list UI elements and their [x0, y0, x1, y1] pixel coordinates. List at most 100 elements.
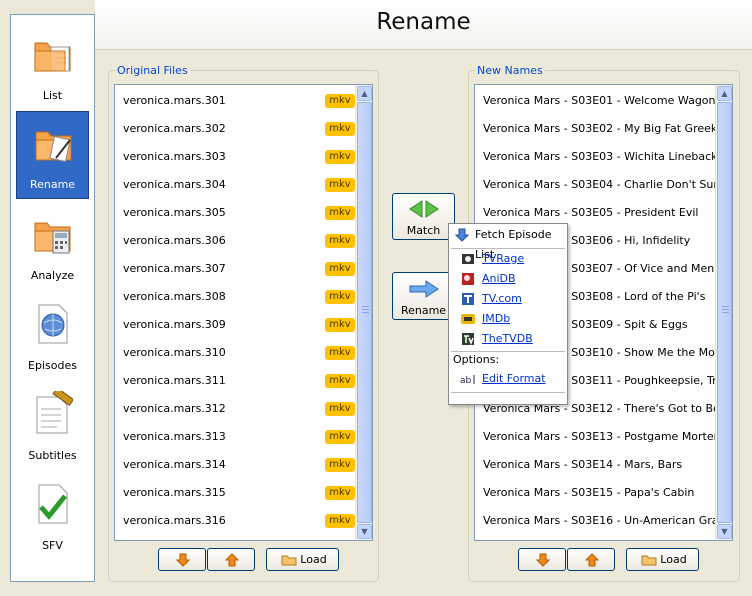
scroll-down-arrow-icon[interactable]: ▼	[357, 524, 372, 539]
new-names-scrollbar[interactable]: ▲ ▼	[715, 85, 732, 540]
move-up-button[interactable]	[207, 548, 255, 571]
sidebar-item-label: Episodes	[16, 359, 89, 372]
file-extension-badge: mkv	[325, 346, 355, 360]
load-button[interactable]: Load	[266, 548, 339, 571]
header-bar: Rename	[95, 0, 752, 50]
file-extension-badge: mkv	[325, 234, 355, 248]
file-extension-badge: mkv	[325, 430, 355, 444]
folder-rename-icon	[34, 120, 74, 166]
menu-item-imdb[interactable]: IMDb	[449, 309, 567, 329]
file-extension-badge: mkv	[325, 318, 355, 332]
rename-button-label: Rename	[393, 304, 454, 317]
file-extension-badge: mkv	[325, 402, 355, 416]
file-name: veronica.mars.315	[123, 486, 226, 499]
sidebar-item-episodes[interactable]: Episodes	[16, 293, 89, 381]
original-file-row[interactable]: veronica.mars.305mkv	[115, 199, 355, 227]
rename-button[interactable]: Rename	[392, 272, 455, 320]
move-down-button[interactable]	[518, 548, 566, 571]
original-file-row[interactable]: veronica.mars.316mkv	[115, 507, 355, 535]
imdb-icon	[461, 313, 475, 325]
original-file-row[interactable]: veronica.mars.301 mkv	[115, 87, 355, 115]
new-name-row[interactable]: Veronica Mars - S03E16 - Un-American Gra…	[475, 507, 716, 535]
sidebar-item-label: Subtitles	[16, 449, 89, 462]
move-down-button[interactable]	[158, 548, 206, 571]
file-name: veronica.mars.302	[123, 122, 226, 135]
sidebar-item-label: Rename	[17, 178, 88, 191]
move-up-button[interactable]	[567, 548, 615, 571]
arrow-down-icon	[176, 553, 190, 567]
fetch-episode-list-header: Fetch Episode List	[449, 225, 567, 245]
original-file-row[interactable]: veronica.mars.306mkv	[115, 227, 355, 255]
original-file-row[interactable]: veronica.mars.313 mkv	[115, 423, 355, 451]
file-extension-badge: mkv	[325, 150, 355, 164]
new-name-row[interactable]: Veronica Mars - S03E13 - Postgame Mortem	[475, 423, 716, 451]
sidebar-item-label: SFV	[16, 539, 89, 552]
new-name-row[interactable]: Veronica Mars - S03E01 - Welcome Wagon	[475, 87, 716, 115]
scroll-down-arrow-icon[interactable]: ▼	[717, 524, 732, 539]
sidebar-item-subtitles[interactable]: Subtitles	[16, 383, 89, 471]
menu-item-anidb[interactable]: AniDB	[449, 269, 567, 289]
menu-item-tvrage[interactable]: TVRage	[449, 249, 567, 269]
original-file-row[interactable]: veronica.mars.302mkv	[115, 115, 355, 143]
file-extension-badge: mkv	[325, 94, 355, 108]
file-name: veronica.mars.313	[123, 430, 226, 443]
tvrage-icon	[461, 252, 475, 266]
original-file-row[interactable]: veronica.mars.314 mkv	[115, 451, 355, 479]
scroll-up-arrow-icon[interactable]: ▲	[717, 86, 732, 101]
match-button[interactable]: Match	[392, 193, 455, 240]
match-button-label: Match	[393, 224, 454, 237]
menu-item-edit-format[interactable]: ab Edit Format	[449, 369, 567, 389]
arrow-right-icon	[408, 279, 440, 299]
file-name: veronica.mars.303	[123, 150, 226, 163]
sidebar-item-analyze[interactable]: Analyze	[16, 203, 89, 291]
new-name-row[interactable]: Veronica Mars - S03E15 - Papa's Cabin	[475, 479, 716, 507]
new-name-row[interactable]: Veronica Mars - S03E04 - Charlie Don't S…	[475, 171, 716, 199]
original-file-row[interactable]: veronica.mars.310 mkv	[115, 339, 355, 367]
file-name: veronica.mars.301	[123, 94, 226, 107]
file-name: veronica.mars.304	[123, 178, 226, 191]
original-file-row[interactable]: veronica.mars.311mkv	[115, 367, 355, 395]
original-file-row[interactable]: veronica.mars.303 mkv	[115, 143, 355, 171]
new-name-row[interactable]: Veronica Mars - S03E03 - Wichita Linebac…	[475, 143, 716, 171]
new-names-title: New Names	[475, 64, 545, 77]
original-file-row[interactable]: veronica.mars.307 mkv	[115, 255, 355, 283]
original-file-row[interactable]: veronica.mars.315mkv	[115, 479, 355, 507]
file-name: veronica.mars.305	[123, 206, 226, 219]
scroll-thumb[interactable]	[357, 102, 372, 523]
original-files-list[interactable]: veronica.mars.301mkvveronica.mars.302mkv…	[114, 84, 373, 541]
arrow-up-icon	[585, 553, 599, 567]
scroll-up-arrow-icon[interactable]: ▲	[357, 86, 372, 101]
load-button[interactable]: Load	[626, 548, 699, 571]
file-name: veronica.mars.310	[123, 346, 226, 359]
new-name-row[interactable]: Veronica Mars - S03E14 - Mars, Bars	[475, 451, 716, 479]
match-arrows-icon	[408, 199, 440, 219]
sidebar-item-rename[interactable]: Rename	[16, 111, 89, 199]
scroll-thumb[interactable]	[717, 102, 732, 523]
original-file-row[interactable]: veronica.mars.308mkv	[115, 283, 355, 311]
file-extension-badge: mkv	[325, 290, 355, 304]
menu-item-thetvdb[interactable]: TheTVDB	[449, 329, 567, 349]
sidebar-item-list[interactable]: List	[16, 23, 89, 111]
original-files-scrollbar[interactable]: ▲ ▼	[355, 85, 372, 540]
file-name: veronica.mars.314	[123, 458, 226, 471]
sidebar: List Rename Analyze Episodes	[10, 14, 95, 582]
original-files-title: Original Files	[115, 64, 190, 77]
globe-document-icon	[33, 301, 73, 347]
file-extension-badge: mkv	[325, 458, 355, 472]
file-name: veronica.mars.307	[123, 262, 226, 275]
thetvdb-icon	[461, 332, 475, 346]
original-file-row[interactable]: veronica.mars.304 mkv	[115, 171, 355, 199]
checkmark-document-icon	[33, 481, 73, 527]
subtitles-document-icon	[33, 391, 73, 437]
file-extension-badge: mkv	[325, 262, 355, 276]
original-file-row[interactable]: veronica.mars.309mkv	[115, 311, 355, 339]
load-button-label: Load	[289, 553, 338, 566]
file-extension-badge: mkv	[325, 178, 355, 192]
menu-item-tvcom[interactable]: TV.com	[449, 289, 567, 309]
original-file-row[interactable]: veronica.mars.312mkv	[115, 395, 355, 423]
file-extension-badge: mkv	[325, 374, 355, 388]
anidb-icon	[461, 272, 475, 286]
new-name-row[interactable]: Veronica Mars - S03E02 - My Big Fat Gree…	[475, 115, 716, 143]
page-title: Rename	[95, 9, 752, 35]
sidebar-item-sfv[interactable]: SFV	[16, 473, 89, 561]
